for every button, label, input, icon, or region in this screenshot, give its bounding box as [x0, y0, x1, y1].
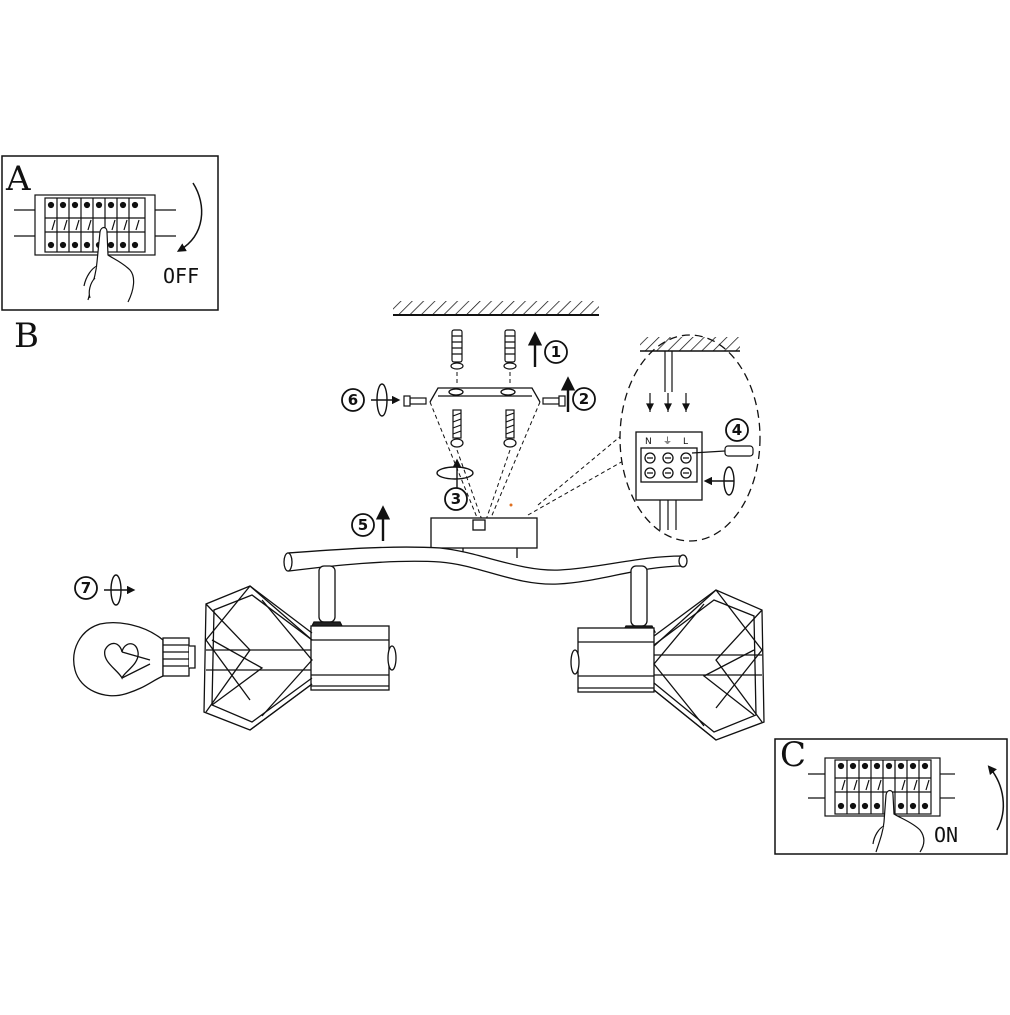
step-marker-3: 3 — [444, 487, 468, 511]
panel-b-letter: B — [14, 316, 39, 356]
step-marker-1: 1 — [544, 340, 568, 364]
rotate-arrow-icon — [436, 458, 474, 488]
panel-c-frame — [774, 738, 1008, 855]
step-number: 1 — [551, 343, 561, 361]
terminal-label-earth: ⏚ — [663, 436, 672, 447]
panel-a-frame — [1, 155, 219, 311]
panel-a-state-label: OFF — [163, 264, 199, 288]
step-marker-2: 2 — [572, 387, 596, 411]
step-marker-5: 5 — [351, 513, 375, 537]
side-screw-icon — [403, 395, 427, 407]
rotate-arrow-icon — [703, 466, 735, 496]
step-marker-6: 6 — [341, 388, 365, 412]
panel-c-state-label: ON — [934, 823, 958, 847]
hand-icon — [83, 226, 135, 303]
step-number: 5 — [358, 516, 368, 534]
lamp-canopy-icon — [430, 517, 538, 558]
step-marker-4: 4 — [725, 418, 749, 442]
bracket-screw-icon — [450, 409, 464, 448]
light-bulb-icon — [73, 622, 196, 697]
wall-plug-icon — [503, 329, 517, 370]
left-cage-shade-icon — [203, 585, 313, 731]
accent-dot — [509, 503, 513, 507]
right-spotlight-icon — [570, 565, 657, 693]
breaker-icon — [14, 194, 176, 256]
lamp-arm-icon — [283, 546, 688, 585]
step-number: 2 — [579, 390, 589, 408]
step-number: 4 — [732, 421, 742, 439]
breaker-icon — [808, 757, 955, 817]
screwdriver-icon — [691, 445, 754, 457]
rotate-arrow-icon — [371, 383, 401, 417]
rotate-arrow-icon — [104, 574, 136, 606]
terminal-label-neutral: N — [645, 437, 652, 447]
switch-off-arrow-icon — [176, 182, 203, 252]
panel-a-breaker-off: A — [1, 155, 219, 311]
step-number: 3 — [451, 490, 461, 508]
hand-icon — [872, 789, 925, 853]
mounting-bracket-icon — [429, 387, 541, 403]
step-marker-7: 7 — [74, 576, 98, 600]
step-number: 7 — [81, 579, 91, 597]
side-screw-icon — [542, 395, 566, 407]
ceiling-icon — [393, 301, 599, 316]
panel-c-breaker-on: C — [774, 735, 1008, 855]
switch-on-arrow-icon — [987, 765, 1004, 831]
right-cage-shade-icon — [653, 589, 765, 741]
left-spotlight-icon — [309, 565, 397, 691]
step-number: 6 — [348, 391, 358, 409]
wall-plug-icon — [450, 329, 464, 370]
terminal-block-icon — [635, 431, 703, 501]
terminal-label-live: L — [683, 437, 688, 447]
bracket-screw-icon — [503, 409, 517, 448]
panel-c-letter: C — [780, 735, 806, 775]
panel-a-letter: A — [5, 159, 31, 199]
wiring-detail-callout: N ⏚ L — [619, 334, 761, 542]
